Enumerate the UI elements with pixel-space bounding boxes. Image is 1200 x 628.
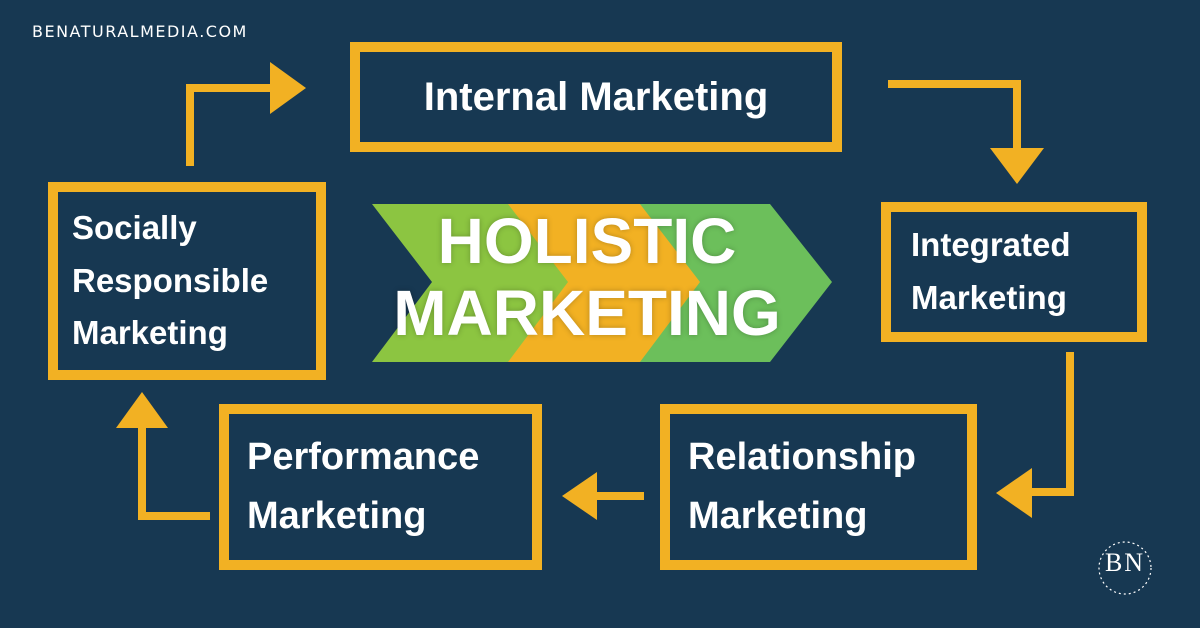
brand-logo-mark (1098, 541, 1152, 595)
box-integrated-label: Integrated Marketing (911, 226, 1071, 316)
chevron-green-right (640, 204, 832, 362)
site-url: BENATURALMEDIA.COM (32, 22, 248, 41)
box-performance-marketing: Performance Marketing (219, 404, 542, 570)
arrow-social-to-internal (186, 62, 306, 166)
box-relationship-marketing: Relationship Marketing (660, 404, 977, 570)
center-title-line2: MARKETING (393, 277, 781, 349)
arrow-integrated-to-relationship (996, 352, 1074, 518)
arrow-internal-to-integrated (888, 80, 1044, 184)
chevron-orange-middle (508, 204, 710, 362)
box-performance-label: Performance Marketing (247, 436, 480, 537)
arrow-performance-to-social (116, 392, 210, 520)
center-title: HOLISTIC MARKETING (372, 205, 802, 349)
arrow-relationship-to-performance (562, 472, 644, 520)
brand-logo-letters: BN (1104, 548, 1146, 577)
center-title-line1: HOLISTIC (437, 205, 737, 277)
box-relationship-label: Relationship Marketing (688, 436, 917, 537)
box-internal-label: Internal Marketing (423, 74, 769, 119)
box-internal-marketing: Internal Marketing (350, 42, 842, 152)
box-social-label: Socially Responsible Marketing (72, 208, 269, 352)
box-socially-responsible-marketing: Socially Responsible Marketing (48, 182, 326, 380)
box-integrated-marketing: Integrated Marketing (881, 202, 1147, 342)
chevron-green-left (372, 204, 580, 362)
